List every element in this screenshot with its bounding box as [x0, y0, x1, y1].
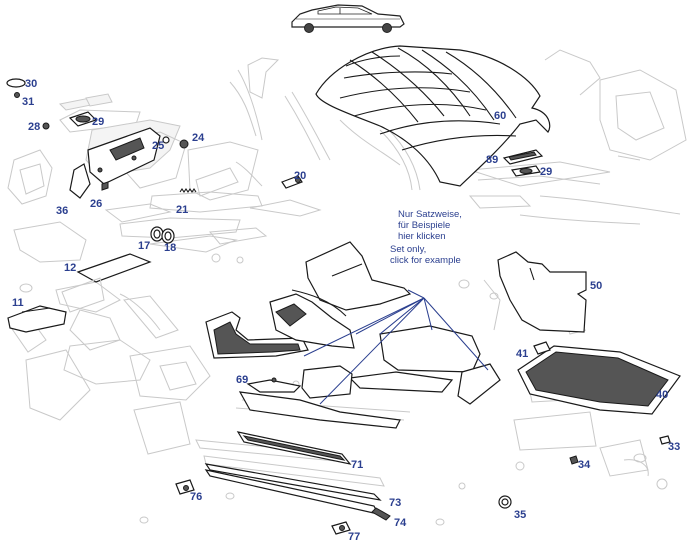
note-line-1[interactable]: Nur Satzweise, [398, 209, 462, 220]
callout-33[interactable]: 33 [668, 441, 680, 453]
callout-74[interactable]: 74 [394, 517, 407, 529]
dashboard-panel-part[interactable] [87, 127, 161, 185]
callout-41[interactable]: 41 [516, 348, 528, 360]
clip-26-part[interactable] [101, 181, 109, 191]
panel-12-part[interactable] [61, 253, 152, 313]
switch-20-part[interactable] [281, 175, 303, 189]
sill-panel-69-part[interactable] [246, 377, 302, 393]
vent-handle-29b-part[interactable] [510, 165, 542, 177]
callout-77[interactable]: 77 [348, 531, 360, 542]
ring-17-part[interactable] [150, 226, 164, 242]
callout-50[interactable]: 50 [590, 280, 602, 292]
callout-17[interactable]: 17 [138, 240, 150, 252]
note-line-5[interactable]: click for example [390, 255, 461, 266]
floor-mat-front-left-part[interactable] [205, 311, 309, 359]
callout-26[interactable]: 26 [90, 198, 102, 210]
clip-76-part[interactable] [175, 479, 195, 495]
roof-lining-part[interactable] [315, 45, 551, 187]
center-strip-part[interactable] [301, 365, 353, 399]
clip-31-part[interactable] [14, 92, 20, 98]
note-line-4[interactable]: Set only, [390, 244, 426, 255]
callout-31[interactable]: 31 [22, 96, 34, 108]
floor-mat-front-right-part[interactable] [305, 241, 412, 311]
callout-30[interactable]: 30 [25, 78, 37, 90]
callout-24[interactable]: 24 [192, 132, 205, 144]
callout-76[interactable]: 76 [190, 491, 202, 503]
rear-footwell-part[interactable] [348, 325, 501, 405]
callout-11[interactable]: 11 [12, 297, 24, 309]
bracket-36-part[interactable] [69, 163, 91, 199]
threshold-71-part[interactable] [236, 431, 352, 465]
trunk-mat-40-part[interactable] [517, 345, 681, 415]
spring-21-part[interactable] [179, 188, 197, 193]
trunk-side-panel-50-part[interactable] [497, 251, 587, 333]
long-mat-part[interactable] [238, 391, 401, 429]
callout-40[interactable]: 40 [656, 389, 668, 401]
callout-12[interactable]: 12 [64, 262, 76, 274]
callout-25[interactable]: 25 [152, 140, 164, 152]
ring-18-part[interactable] [161, 228, 175, 244]
callout-29b[interactable]: 29 [540, 166, 552, 178]
grommet-35-part[interactable] [498, 495, 512, 509]
screw-28-part[interactable] [42, 122, 50, 130]
callout-71[interactable]: 71 [351, 459, 363, 471]
buffer-33-part[interactable] [659, 435, 671, 445]
car-icon [291, 4, 405, 33]
tunnel-panel-part[interactable] [269, 289, 355, 349]
clip-77-part[interactable] [331, 521, 351, 535]
plug-25-part[interactable] [162, 136, 170, 144]
callout-18[interactable]: 18 [164, 242, 176, 254]
vent-29a-part[interactable] [68, 111, 98, 127]
callout-34[interactable]: 34 [578, 459, 591, 471]
callout-28[interactable]: 28 [28, 121, 40, 133]
callout-21[interactable]: 21 [176, 204, 188, 216]
callout-69[interactable]: 69 [236, 374, 248, 386]
note-leaders [303, 289, 489, 405]
note-line-3[interactable]: hier klicken [398, 231, 446, 242]
sill-strip-73-part[interactable] [204, 463, 382, 501]
latch-41-part[interactable] [533, 341, 551, 355]
clip-34-part[interactable] [569, 455, 579, 465]
callout-73[interactable]: 73 [389, 497, 401, 509]
callout-60[interactable]: 60 [494, 110, 506, 122]
callout-89[interactable]: 89 [486, 154, 498, 166]
callout-36[interactable]: 36 [56, 205, 68, 217]
sill-strip-74-part[interactable] [204, 469, 391, 521]
cap-30-part[interactable] [6, 78, 26, 88]
set-only-note[interactable]: Nur Satzweise, für Beispiele hier klicke… [390, 209, 462, 266]
callout-35[interactable]: 35 [514, 509, 526, 521]
callout-20[interactable]: 20 [294, 170, 306, 182]
vent-grille-89-part[interactable] [502, 149, 544, 165]
note-line-2[interactable]: für Beispiele [398, 220, 450, 231]
bulb-24-part[interactable] [179, 139, 189, 149]
callout-29a[interactable]: 29 [92, 116, 104, 128]
mat-11-part[interactable] [7, 305, 67, 333]
